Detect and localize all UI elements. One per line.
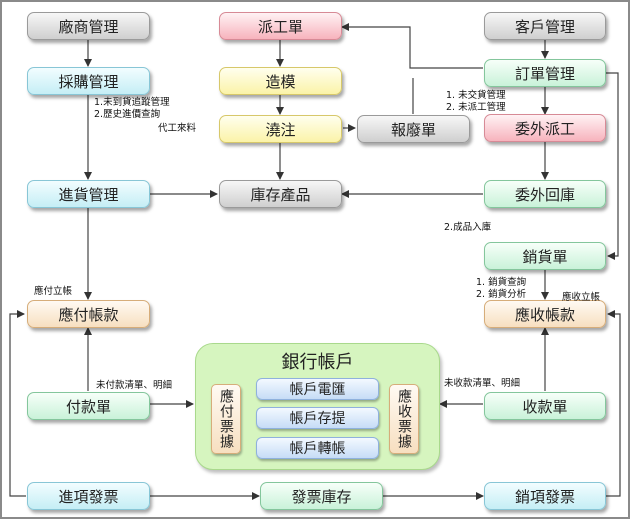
arrow-order-dispatch	[341, 23, 483, 69]
note-payable-post: 應付立帳	[34, 286, 73, 297]
bank-title: 銀行帳戶	[281, 352, 354, 373]
outsource-return-node[interactable]: 委外回庫	[484, 180, 606, 208]
purchase-mgmt-node[interactable]: 採購管理	[27, 67, 150, 95]
account-deposit-node[interactable]: 帳戶存提	[256, 407, 379, 429]
scrap-report-node[interactable]: 報廢單	[357, 115, 470, 143]
payable-notes-node[interactable]: 應付票據	[211, 384, 241, 454]
arrow-invoice-payables	[9, 310, 26, 497]
receipt-slip-node[interactable]: 收款單	[484, 392, 606, 420]
order-mgmt-node[interactable]: 訂單管理	[484, 59, 606, 87]
payment-slip-node[interactable]: 付款單	[27, 392, 150, 420]
receivable-notes-node[interactable]: 應收票據	[389, 384, 419, 454]
note-order-2: 2. 未派工管理	[446, 102, 506, 113]
invoice-stock-node[interactable]: 發票庫存	[260, 482, 383, 510]
note-unpaid-list: 未付款清單、明細	[96, 380, 173, 391]
payables-node[interactable]: 應付帳款	[27, 300, 150, 328]
account-transfer-node[interactable]: 帳戶轉帳	[256, 437, 379, 459]
vendor-mgmt-node[interactable]: 廠商管理	[27, 12, 150, 40]
note-sales-2: 2. 銷貨分析	[476, 289, 527, 300]
note-finished-in: 2.成品入庫	[444, 222, 492, 233]
note-unreceived-list: 未收款清單、明細	[444, 378, 521, 389]
note-order-1: 1. 未交貨管理	[446, 90, 506, 101]
sales-invoice-node[interactable]: 銷項發票	[484, 482, 606, 510]
arrow-sinv-receivables	[606, 310, 621, 497]
receivables-node[interactable]: 應收帳款	[484, 300, 606, 328]
casting-node[interactable]: 澆注	[219, 115, 342, 143]
note-purchase-2: 2.歷史進價查詢	[94, 109, 161, 120]
purchase-invoice-node[interactable]: 進項發票	[27, 482, 150, 510]
dispatch-order-node[interactable]: 派工單	[219, 12, 342, 40]
note-contract-material: 代工來料	[158, 123, 197, 134]
arrow-order-sales	[606, 72, 619, 260]
molding-node[interactable]: 造模	[219, 67, 342, 95]
outsource-dispatch-node[interactable]: 委外派工	[484, 114, 606, 142]
receiving-mgmt-node[interactable]: 進貨管理	[27, 180, 150, 208]
account-remittance-node[interactable]: 帳戶電匯	[256, 378, 379, 400]
sales-order-node[interactable]: 銷貨單	[484, 242, 606, 270]
note-sales-1: 1. 銷貨查詢	[476, 277, 527, 288]
note-purchase-1: 1.未到貨追蹤管理	[94, 97, 170, 108]
customer-mgmt-node[interactable]: 客戶管理	[484, 12, 606, 40]
bank-accounts-group: 銀行帳戶 應付票據 帳戶電匯 帳戶存提 帳戶轉帳 應收票據	[195, 343, 440, 470]
note-receivable-post: 應收立帳	[562, 292, 601, 303]
inventory-node[interactable]: 庫存產品	[219, 180, 342, 208]
